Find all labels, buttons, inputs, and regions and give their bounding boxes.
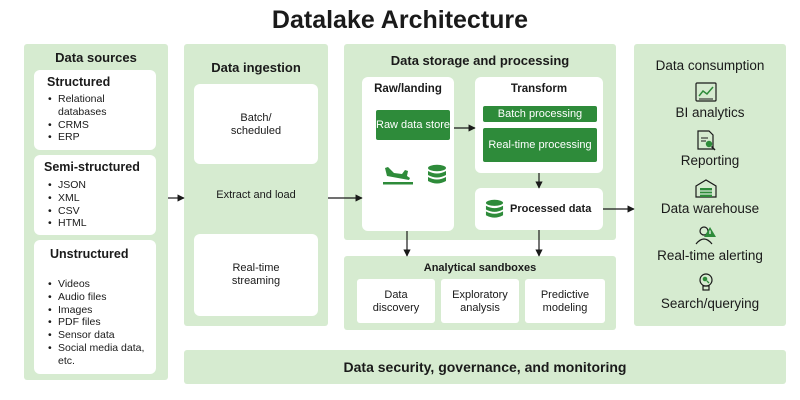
list-item: Images xyxy=(48,304,148,317)
list-item: HTML xyxy=(48,217,152,230)
warehouse-icon xyxy=(695,179,717,198)
structured-title: Structured xyxy=(47,75,111,89)
unstructured-title: Unstructured xyxy=(50,247,129,261)
list-item: Sensor data xyxy=(48,329,148,342)
exploratory-analysis-label: Exploratory analysis xyxy=(452,289,508,314)
database-icon xyxy=(485,199,504,218)
real-time-streaming-card xyxy=(194,234,318,316)
list-item: Relational databases xyxy=(48,93,152,119)
list-item: Audio files xyxy=(48,291,148,304)
page-title: Datalake Architecture xyxy=(271,6,529,34)
processed-data-label: Processed data xyxy=(510,203,592,215)
data-consumption-title: Data consumption xyxy=(655,58,765,73)
batch-scheduled-card xyxy=(194,84,318,164)
data-storage-title: Data storage and processing xyxy=(390,53,570,68)
real-time-alerting-label: Real-time alerting xyxy=(657,248,763,263)
raw-data-store-box: Raw data store xyxy=(376,110,450,140)
predictive-modeling-label: Predictive modeling xyxy=(540,289,590,314)
list-item: CSV xyxy=(48,205,152,218)
real-time-streaming-label: Real-time streaming xyxy=(231,262,281,287)
list-item: ERP xyxy=(48,131,152,144)
data-discovery-card xyxy=(357,279,435,323)
list-item: Social media data, etc. xyxy=(48,342,148,368)
lightbulb-search-icon xyxy=(699,273,713,291)
real-time-processing-box: Real-time processing xyxy=(483,128,597,162)
raw-landing-title: Raw/landing xyxy=(374,83,442,95)
data-sources-title: Data sources xyxy=(55,50,137,65)
governance-footer xyxy=(184,350,786,384)
data-warehouse-label: Data warehouse xyxy=(660,201,760,216)
analytical-sandboxes-title: Analytical sandboxes xyxy=(423,262,537,274)
semi-structured-list: JSON XML CSV HTML xyxy=(48,179,152,230)
data-ingestion-title: Data ingestion xyxy=(211,60,301,75)
reporting-label: Reporting xyxy=(680,153,740,168)
list-item: PDF files xyxy=(48,316,148,329)
database-icon xyxy=(428,164,446,184)
unstructured-list: Videos Audio files Images PDF files Sens… xyxy=(48,278,148,368)
structured-list: Relational databases CRMS ERP xyxy=(48,93,152,144)
bi-analytics-label: BI analytics xyxy=(675,105,745,120)
chart-report-icon xyxy=(695,82,717,102)
predictive-modeling-card xyxy=(525,279,605,323)
batch-scheduled-label: Batch/ scheduled xyxy=(230,112,282,137)
search-querying-label: Search/querying xyxy=(660,296,760,311)
transform-title: Transform xyxy=(510,83,568,95)
list-item: CRMS xyxy=(48,119,152,132)
exploratory-analysis-card xyxy=(441,279,519,323)
data-discovery-label: Data discovery xyxy=(372,289,420,314)
semi-structured-title: Semi-structured xyxy=(44,160,140,174)
governance-footer-label: Data security, governance, and monitorin… xyxy=(343,359,627,375)
list-item: Videos xyxy=(48,278,148,291)
list-item: JSON xyxy=(48,179,152,192)
list-item: XML xyxy=(48,192,152,205)
extract-and-load-label: Extract and load xyxy=(216,189,296,201)
user-alert-icon xyxy=(695,226,716,245)
document-search-icon xyxy=(697,130,716,151)
batch-processing-box: Batch processing xyxy=(483,106,597,122)
raw-landing-card xyxy=(362,77,454,231)
airplane-landing-icon xyxy=(383,167,413,185)
